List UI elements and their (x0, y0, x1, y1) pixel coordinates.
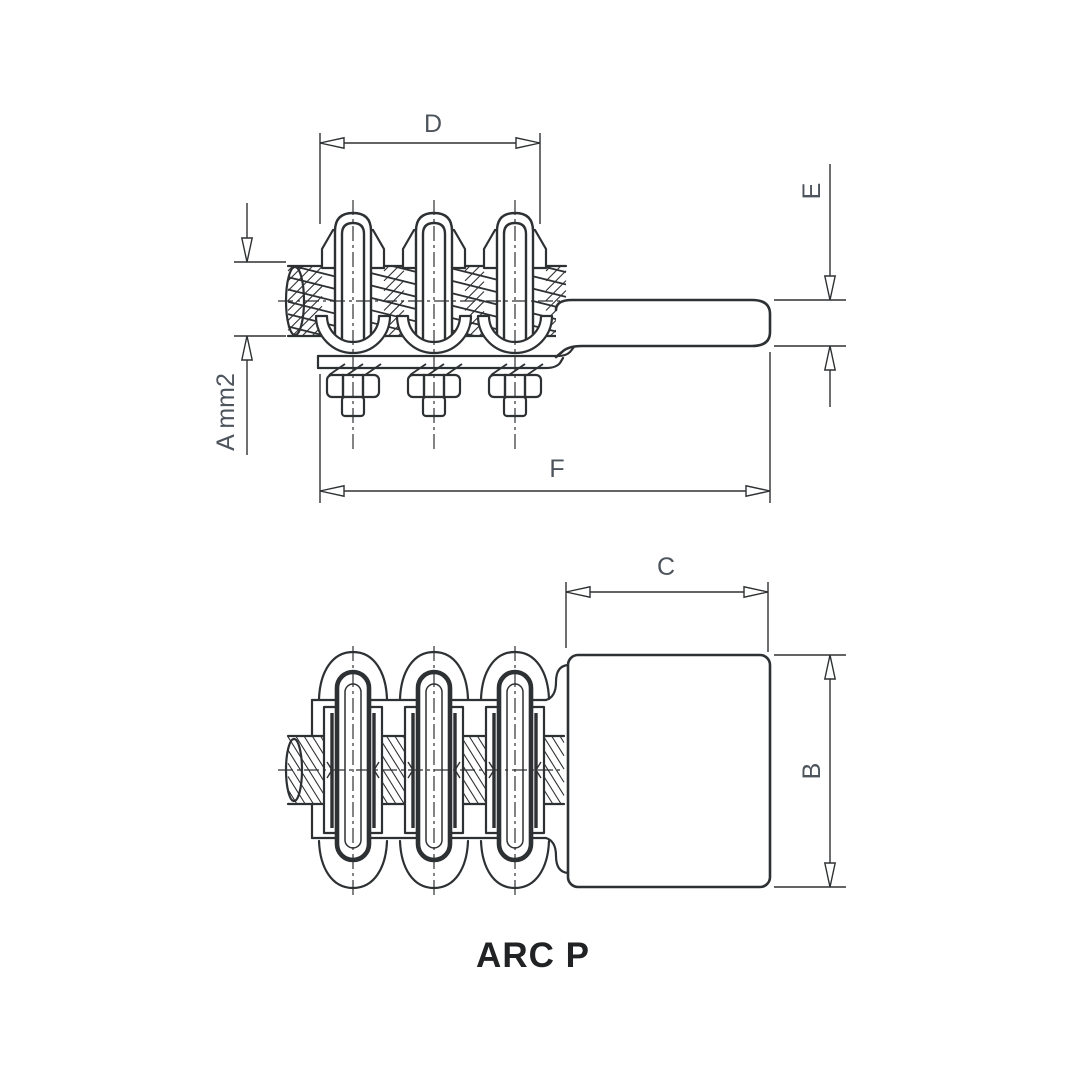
product-name: ARC P (476, 936, 590, 975)
dim-label-e: E (798, 183, 826, 200)
drawing-geometry (234, 133, 846, 896)
dimension-labels: D E A mm2 F C B (212, 110, 826, 779)
dim-label-d: D (424, 110, 442, 138)
dim-label-c: C (657, 553, 675, 581)
dim-label-a-mm2: A mm2 (212, 373, 240, 451)
dim-label-b: B (798, 763, 826, 780)
dim-label-f: F (549, 455, 564, 483)
